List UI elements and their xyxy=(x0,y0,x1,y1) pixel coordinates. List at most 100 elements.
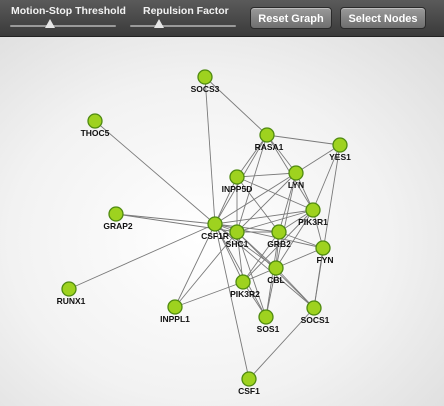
edge-shc1-inppl1 xyxy=(174,231,238,308)
edge-csf1r-grb2 xyxy=(214,223,280,233)
node-grb2[interactable]: GRB2 xyxy=(267,224,291,249)
edge-lyn-cbl xyxy=(275,172,297,269)
node-thoc5[interactable]: THOC5 xyxy=(81,113,110,138)
node-circle[interactable] xyxy=(108,206,124,222)
reset-graph-button[interactable]: Reset Graph xyxy=(250,7,332,29)
repulsion-factor-label: Repulsion Factor xyxy=(143,5,229,17)
node-label: GRB2 xyxy=(267,239,291,249)
node-label: YES1 xyxy=(329,152,351,162)
select-nodes-button[interactable]: Select Nodes xyxy=(340,7,426,29)
node-label: PIK3R2 xyxy=(230,289,260,299)
node-label: SOS1 xyxy=(257,324,280,334)
node-circle[interactable] xyxy=(271,224,287,240)
motion-stop-threshold-slider[interactable] xyxy=(10,25,116,27)
node-label: INPPL1 xyxy=(160,314,190,324)
edge-grap2-csf1r xyxy=(115,213,216,225)
node-label: CSF1R xyxy=(201,231,229,241)
node-circle[interactable] xyxy=(229,169,245,185)
node-circle[interactable] xyxy=(61,281,77,297)
node-label: SOCS1 xyxy=(301,315,330,325)
edge-fyn-cbl xyxy=(275,247,324,269)
node-circle[interactable] xyxy=(258,309,274,325)
edge-lyn-csf1r xyxy=(214,172,297,225)
node-fyn[interactable]: FYN xyxy=(315,240,334,265)
edge-yes1-lyn xyxy=(295,144,341,174)
edge-thoc5-csf1r xyxy=(94,120,216,225)
node-csf1r[interactable]: CSF1R xyxy=(201,216,229,241)
node-grap2[interactable]: GRAP2 xyxy=(103,206,133,231)
edge-csf1r-inppl1 xyxy=(174,223,216,308)
node-socs3[interactable]: SOCS3 xyxy=(191,69,220,94)
edge-csf1r-pik3r2 xyxy=(214,223,244,283)
node-socs1[interactable]: SOCS1 xyxy=(301,300,330,325)
repulsion-factor-slider[interactable] xyxy=(130,25,236,27)
node-sos1[interactable]: SOS1 xyxy=(257,309,280,334)
node-circle[interactable] xyxy=(306,300,322,316)
edge-csf1r-sos1 xyxy=(214,223,267,318)
toolbar: Motion-Stop Threshold Repulsion Factor R… xyxy=(0,0,444,37)
edge-fyn-socs1 xyxy=(313,247,324,309)
node-label: THOC5 xyxy=(81,128,110,138)
node-circle[interactable] xyxy=(305,202,321,218)
node-circle[interactable] xyxy=(241,371,257,387)
node-label: SHC1 xyxy=(226,239,249,249)
node-shc1[interactable]: SHC1 xyxy=(226,224,249,249)
node-circle[interactable] xyxy=(288,165,304,181)
edge-cbl-socs1 xyxy=(275,267,315,309)
node-circle[interactable] xyxy=(259,127,275,143)
node-label: CSF1 xyxy=(238,386,260,396)
node-runx1[interactable]: RUNX1 xyxy=(57,281,86,306)
node-csf1[interactable]: CSF1 xyxy=(238,371,260,396)
edge-yes1-pik3r1 xyxy=(312,144,341,211)
edge-inpp5d-lyn xyxy=(236,172,297,178)
node-circle[interactable] xyxy=(197,69,213,85)
node-pik3r2[interactable]: PIK3R2 xyxy=(230,274,260,299)
node-rasa1[interactable]: RASA1 xyxy=(255,127,284,152)
edge-inpp5d-csf1r xyxy=(214,176,238,225)
edge-csf1r-runx1 xyxy=(68,223,216,290)
motion-stop-threshold-label: Motion-Stop Threshold xyxy=(11,5,126,17)
edge-rasa1-yes1 xyxy=(266,134,341,146)
node-circle[interactable] xyxy=(87,113,103,129)
edge-socs3-rasa1 xyxy=(204,76,268,136)
repulsion-factor-thumb[interactable] xyxy=(153,19,164,28)
node-label: RUNX1 xyxy=(57,296,86,306)
edge-pik3r2-inppl1 xyxy=(174,281,244,308)
node-circle[interactable] xyxy=(235,274,251,290)
node-label: GRAP2 xyxy=(103,221,133,231)
node-circle[interactable] xyxy=(229,224,245,240)
motion-stop-threshold-thumb[interactable] xyxy=(45,19,56,28)
node-circle[interactable] xyxy=(207,216,223,232)
node-label: PIK3R1 xyxy=(298,217,328,227)
edge-pik3r1-csf1r xyxy=(214,209,314,225)
node-label: INPP5D xyxy=(222,184,253,194)
node-circle[interactable] xyxy=(332,137,348,153)
node-label: RASA1 xyxy=(255,142,284,152)
node-lyn[interactable]: LYN xyxy=(288,165,304,190)
node-pik3r1[interactable]: PIK3R1 xyxy=(298,202,328,227)
edge-socs3-csf1r xyxy=(204,76,216,225)
edge-pik3r1-cbl xyxy=(275,209,314,269)
node-label: CBL xyxy=(267,275,284,285)
node-inppl1[interactable]: INPPL1 xyxy=(160,299,190,324)
node-label: FYN xyxy=(317,255,334,265)
node-circle[interactable] xyxy=(167,299,183,315)
edge-cbl-sos1 xyxy=(265,267,277,318)
node-yes1[interactable]: YES1 xyxy=(329,137,351,162)
edge-shc1-sos1 xyxy=(236,231,267,318)
edge-rasa1-lyn xyxy=(266,134,297,174)
edge-grb2-pik3r2 xyxy=(242,231,280,283)
edge-shc1-pik3r2 xyxy=(236,231,244,283)
edge-layer xyxy=(68,76,341,380)
node-circle[interactable] xyxy=(315,240,331,256)
node-circle[interactable] xyxy=(268,260,284,276)
edge-grb2-fyn xyxy=(278,231,324,249)
node-cbl[interactable]: CBL xyxy=(267,260,285,285)
edge-rasa1-inpp5d xyxy=(236,134,268,178)
node-label: SOCS3 xyxy=(191,84,220,94)
node-inpp5d[interactable]: INPP5D xyxy=(222,169,253,194)
